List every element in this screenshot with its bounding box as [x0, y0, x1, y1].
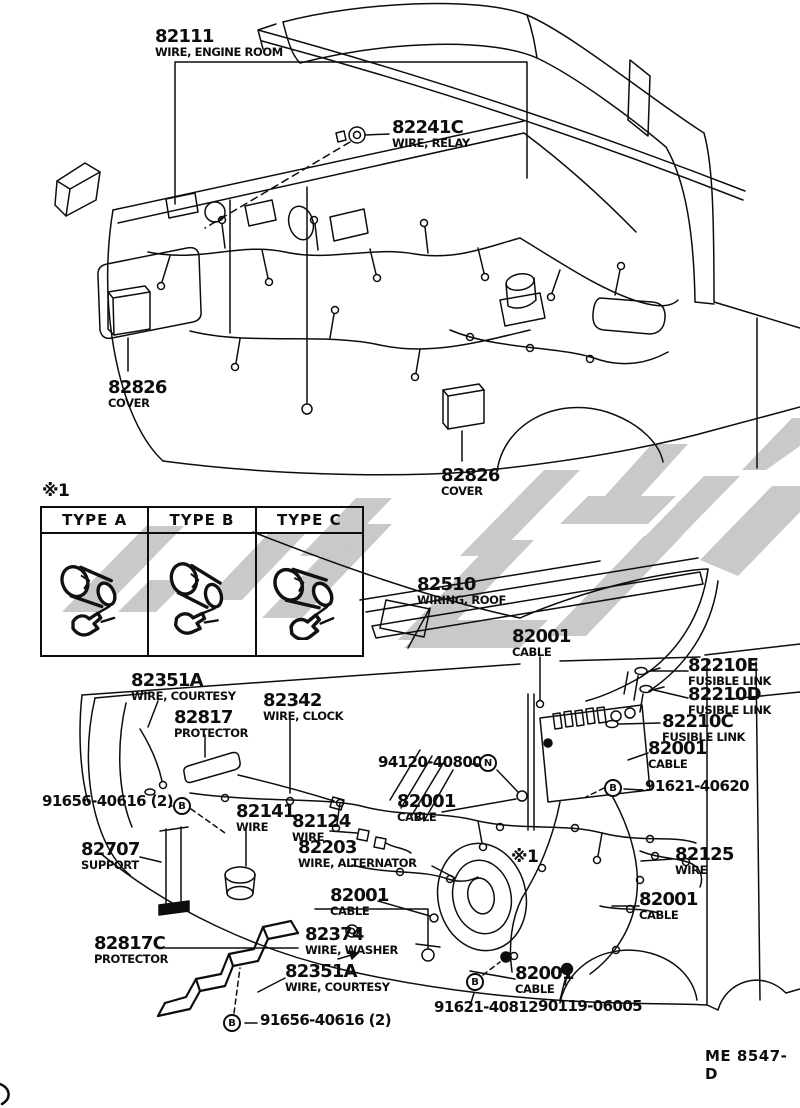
label-82124: 82124 WIRE [292, 811, 351, 844]
label-90119-06005: 90119-06005 [538, 997, 643, 1015]
watermark [62, 418, 800, 648]
label-82374: 82374 WIRE, WASHER [305, 924, 398, 957]
label-82001-bottom-center: 82001 CABLE [515, 963, 574, 996]
circled-b-marker-bottom-left: B [223, 1014, 241, 1032]
label-82826-front: 82826 COVER [108, 377, 167, 410]
type-a-illustration [42, 534, 147, 655]
label-82351a-lower: 82351A WIRE, COURTESY [285, 961, 390, 994]
label-82342: 82342 WIRE, CLOCK [263, 690, 344, 723]
label-82241c: 82241C WIRE, RELAY [392, 117, 470, 150]
type-c-illustration [257, 534, 362, 655]
type-b-header: TYPE B [149, 508, 255, 534]
circled-b-marker-right: B [604, 779, 622, 797]
grommet-82141-part [224, 866, 256, 901]
label-82001-roof: 82001 CABLE [512, 626, 571, 659]
type-c-cell: TYPE C [256, 508, 362, 655]
label-94120-40800: 94120-40800 [378, 753, 483, 771]
loose-connector-part [54, 162, 101, 217]
label-82817: 82817 PROTECTOR [174, 707, 249, 740]
note-marker-diagram: ※1 [511, 847, 539, 867]
label-82210e: 82210E FUSIBLE LINK [688, 655, 772, 688]
label-82001-center: 82001 CABLE [397, 791, 456, 824]
label-91656-40616-lower: 91656-40616 (2) [260, 1011, 392, 1029]
cover-mid-part [442, 383, 485, 430]
fusible-link-connectors [605, 666, 665, 729]
label-82210c: 82210C FUSIBLE LINK [662, 711, 746, 744]
relay-connector-icon [335, 126, 366, 144]
protector-82817-part [183, 751, 241, 784]
label-82210d: 82210D FUSIBLE LINK [688, 684, 772, 717]
type-a-header: TYPE A [42, 508, 148, 534]
label-82111: 82111 WIRE, ENGINE ROOM [155, 26, 283, 59]
label-82141: 82141 WIRE [236, 801, 295, 834]
leader-lines [0, 607, 689, 1106]
type-a-cell: TYPE A [42, 508, 150, 655]
label-82001-mid-left: 82001 CABLE [330, 885, 389, 918]
label-82125: 82125 WIRE [675, 844, 734, 877]
label-82817c: 82817C PROTECTOR [94, 933, 169, 966]
circled-b-marker-bottom-center: B [466, 973, 484, 991]
bottom-view-art [79, 531, 800, 1018]
label-82707: 82707 SUPPORT [81, 839, 140, 872]
blower-motor [436, 842, 528, 952]
circled-n-marker: N [479, 754, 497, 772]
type-c-header: TYPE C [256, 508, 362, 534]
label-91621-40812: 91621-40812 [434, 998, 539, 1016]
type-b-illustration [149, 534, 254, 655]
label-82826-mid: 82826 COVER [441, 465, 500, 498]
top-view-art [54, 2, 800, 476]
label-91621-40620: 91621-40620 [645, 777, 750, 795]
type-b-cell: TYPE B [149, 508, 257, 655]
label-82351a-upper: 82351A WIRE, COURTESY [131, 670, 236, 703]
label-91656-40616-upper: 91656-40616 (2) [42, 792, 174, 810]
circled-b-marker-upper-left: B [173, 797, 191, 815]
page-code: ME 8547-D [705, 1047, 788, 1083]
label-82203: 82203 WIRE, ALTERNATOR [298, 837, 417, 870]
label-82001-right-upper: 82001 CABLE [648, 738, 707, 771]
support-82707-part [158, 826, 190, 916]
fuse-relay-box [539, 704, 651, 803]
label-82510: 82510 WIRING, ROOF [417, 574, 506, 607]
cover-front-part [107, 285, 151, 336]
protector-bracket-82817c [156, 919, 300, 1018]
connector-type-table: TYPE A TYPE B TYPE C [40, 506, 364, 657]
label-82001-right-lower: 82001 CABLE [639, 889, 698, 922]
note-marker-table: ※1 [42, 481, 70, 501]
